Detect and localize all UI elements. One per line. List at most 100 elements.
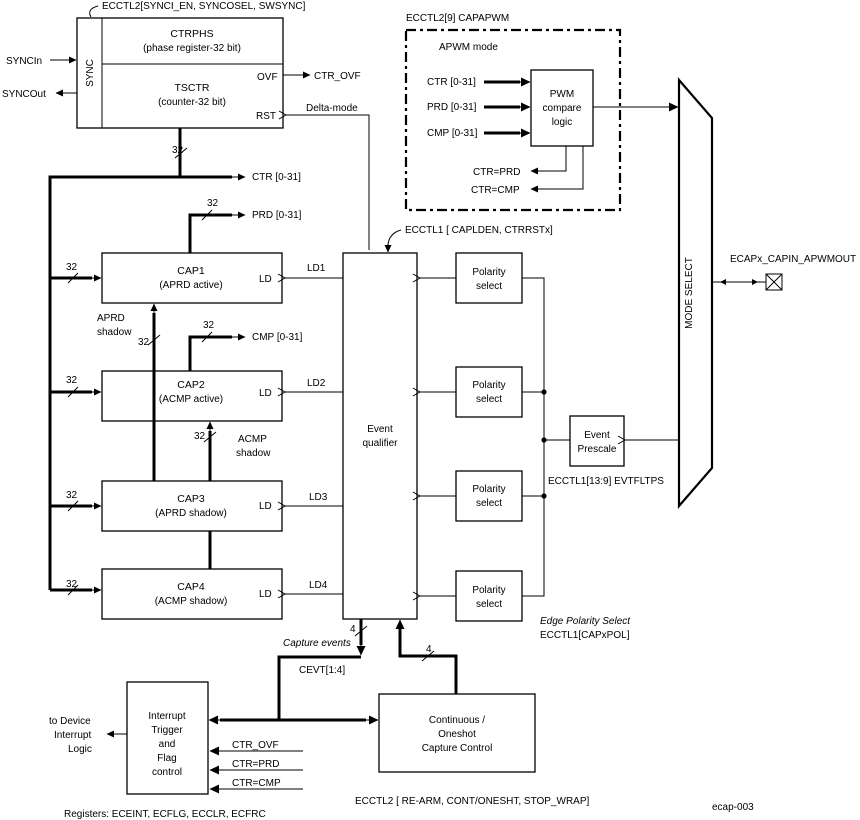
aprd-bus-width: 32: [138, 337, 150, 348]
ecctl2-sync-label: ECCTL2[SYNCI_EN, SYNCOSEL, SWSYNC]: [102, 1, 306, 12]
cap4-bus-width: 32: [66, 579, 78, 590]
apwm-in-cmp: CMP [0-31]: [427, 128, 478, 139]
polarity-1-select: select: [476, 281, 502, 292]
cap2-block: [101, 370, 283, 422]
cap2-ld: LD: [259, 388, 272, 399]
cap2-sub: (ACMP active): [159, 394, 223, 405]
cap4-block: [101, 568, 283, 620]
ctr-bus: [48, 175, 232, 590]
edge-polarity-label: Edge Polarity Select: [540, 616, 631, 627]
polarity-select-1: [455, 252, 523, 304]
tsctr-label: TSCTR: [175, 82, 210, 94]
cevt-bus: [277, 655, 361, 720]
int-in-ctr-ovf-label: CTR_OVF: [232, 740, 279, 751]
ecapx-pin-label: ECAPx_CAPIN_APWMOUT: [730, 254, 856, 265]
polarity-3-select: select: [476, 498, 502, 509]
aprd-shadow-label: shadow: [97, 327, 132, 338]
prd-bus: [188, 213, 232, 253]
mode-select-label: MODE SELECT: [684, 257, 695, 329]
polarity-4-label: Polarity: [472, 585, 505, 596]
rst-label: RST: [256, 111, 276, 122]
evtfltps-label: ECCTL1[13:9] EVTFLTPS: [548, 476, 664, 487]
pwm-label-3: logic: [552, 117, 573, 128]
acmp-shadow-label: shadow: [236, 448, 271, 459]
cap1-label: CAP1: [177, 265, 205, 277]
delta-mode-line: [278, 110, 370, 250]
pwm-label-1: PWM: [550, 89, 574, 100]
cont-label-3: Capture Control: [422, 743, 493, 754]
ld2-label: LD2: [307, 378, 326, 389]
cmp-bus: [188, 335, 232, 371]
polarity-2-select: select: [476, 394, 502, 405]
cmp-bus-width: 32: [203, 320, 215, 331]
to-device-3: Logic: [68, 744, 92, 755]
cmp-bus-slash: [201, 331, 213, 343]
ld4-label: LD4: [309, 580, 328, 591]
prd-bus-width: 32: [207, 198, 219, 209]
junction-dot-3: [541, 493, 547, 499]
polarity-select-2: [455, 366, 523, 418]
cap1-sub: (APRD active): [159, 280, 222, 291]
int-in-ctr-prd-label: CTR=PRD: [232, 759, 280, 770]
polarity-select-4: [455, 570, 523, 622]
capture-bus-width: 4: [350, 624, 356, 635]
cap1-ld: LD: [259, 274, 272, 285]
ld1-label: LD1: [307, 263, 326, 274]
polarity-select-3: [455, 470, 523, 522]
event-prescale-block: [569, 415, 625, 467]
continuous-bus-width: 4: [426, 644, 432, 655]
cap4-sub: (ACMP shadow): [155, 596, 228, 607]
counter-block: [76, 17, 284, 129]
apwm-mode-frame: [404, 28, 622, 212]
apwm-ctr-eq-cmp: CTR=CMP: [471, 185, 520, 196]
figure-id: ecap-003: [712, 802, 754, 813]
mode-select-mux: [677, 77, 714, 509]
ecctl2-rearm-label: ECCTL2 [ RE-ARM, CONT/ONESHT, STOP_WRAP]: [355, 796, 590, 807]
apwm-mode-label: APWM mode: [439, 42, 498, 53]
ecctl1-pointer: [387, 229, 402, 247]
ecctl2-sync-pointer: [89, 5, 99, 18]
cap3-block: [101, 480, 283, 532]
int-in-ctr-cmp-label: CTR=CMP: [232, 778, 281, 789]
cap2-label: CAP2: [177, 379, 205, 391]
int-label-4: Flag: [157, 753, 176, 764]
acmp-bus-width: 32: [194, 431, 206, 442]
pwm-compare-logic: [530, 69, 594, 147]
aprd-label: APRD: [97, 313, 125, 324]
cap1-block: [101, 252, 283, 304]
prd-bus-label: PRD [0-31]: [252, 210, 302, 221]
event-qualifier-label-2: qualifier: [362, 438, 398, 449]
ctrphs-sub: (phase register-32 bit): [143, 43, 241, 54]
junction-dot-1: [541, 389, 547, 395]
junction-dot-2: [541, 437, 547, 443]
polarity-4-select: select: [476, 599, 502, 610]
int-label-5: control: [152, 767, 182, 778]
ld3-label: LD3: [309, 492, 328, 503]
ovf-label: OVF: [257, 72, 278, 83]
int-label-1: Interrupt: [148, 711, 185, 722]
ecctl1-capldn-label: ECCTL1 [ CAPLDEN, CTRRSTx]: [405, 225, 553, 236]
cevt-label: CEVT[1:4]: [299, 665, 345, 676]
cap3-label: CAP3: [177, 493, 205, 505]
syncout-label: SYNCOut: [2, 89, 46, 100]
acmp-label: ACMP: [238, 434, 267, 445]
prd-bus-slash: [201, 209, 213, 221]
ctrphs-label: CTRPHS: [170, 28, 213, 40]
cap4-label: CAP4: [177, 581, 205, 593]
delta-mode-label: Delta-mode: [306, 103, 358, 114]
event-qualifier-block: [342, 252, 418, 620]
sync-label: SYNC: [85, 59, 96, 87]
cap3-bus-width: 32: [66, 490, 78, 501]
int-label-2: Trigger: [151, 725, 183, 736]
prescale-distribution: [522, 277, 545, 597]
ctr-ovf-out-label: CTR_OVF: [314, 71, 361, 82]
polarity-3-label: Polarity: [472, 484, 505, 495]
apwm-in-ctr: CTR [0-31]: [427, 77, 476, 88]
prescale-label-1: Event: [584, 430, 610, 441]
cont-label-1: Continuous /: [429, 715, 485, 726]
cap3-sub: (APRD shadow): [155, 508, 227, 519]
capture-events-label: Capture events: [283, 638, 351, 649]
apwm-in-prd: PRD [0-31]: [427, 102, 477, 113]
cap1-bus-width: 32: [66, 262, 78, 273]
